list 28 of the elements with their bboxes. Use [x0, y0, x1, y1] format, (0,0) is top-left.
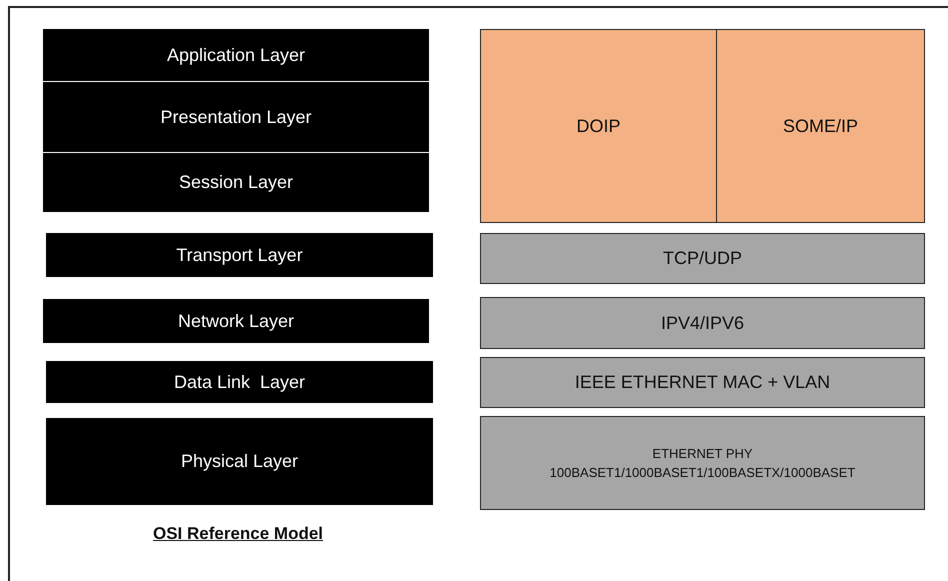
layer-label: 100BASET1/1000BASET1/100BASETX/1000BASET	[550, 464, 856, 482]
layer-label: IEEE ETHERNET MAC + VLAN	[574, 372, 830, 393]
osi-layer-box	[43, 82, 429, 152]
layer-label: Presentation Layer	[160, 106, 312, 128]
protocol-layer-box	[480, 297, 925, 349]
layer-label: Session Layer	[178, 172, 294, 193]
osi-layer-box	[43, 299, 429, 343]
layer-label: DOIP	[576, 116, 620, 136]
layer-label: Network Layer	[178, 310, 294, 332]
protocol-box	[480, 29, 717, 223]
layer-label: IPV4/IPV6	[660, 312, 744, 334]
osi-layer-box	[46, 233, 433, 277]
osi-layer-box	[46, 418, 433, 505]
layer-label: ETHERNET PHY	[652, 444, 753, 462]
protocol-layer-box	[480, 357, 925, 408]
osi-layer-box	[46, 361, 433, 403]
layer-label: Transport Layer	[176, 244, 303, 266]
protocol-box	[716, 29, 925, 223]
osi-layer-box	[43, 29, 429, 81]
layer-label: TCP/UDP	[662, 248, 742, 269]
protocol-layer-box	[480, 233, 925, 284]
layer-label: Application Layer	[166, 44, 306, 66]
layer-label: SOME/IP	[782, 116, 858, 136]
protocol-layer-box	[480, 416, 925, 510]
caption: OSI Reference Model	[152, 524, 324, 543]
layer-label: Data Link Layer	[174, 372, 306, 392]
layer-label: Physical Layer	[180, 451, 298, 472]
osi-layer-box	[43, 153, 429, 212]
